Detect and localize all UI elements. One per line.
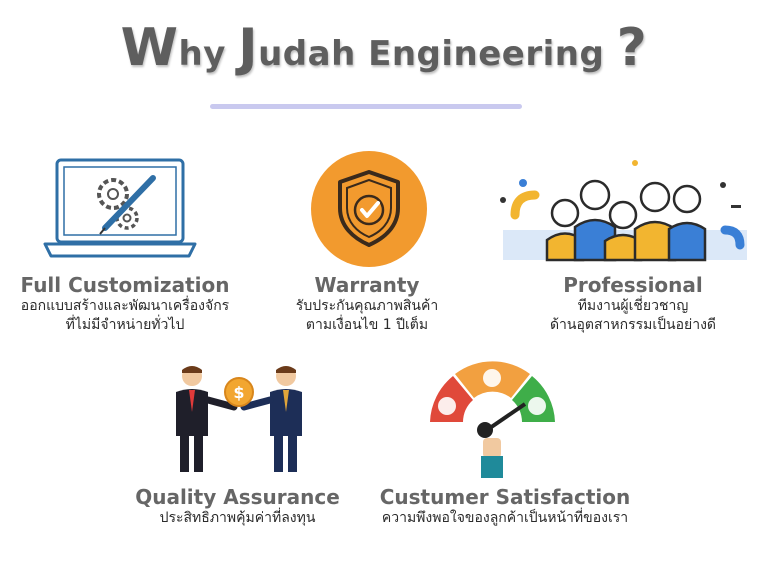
- title-part-2: udah Engineering: [258, 34, 617, 74]
- feature-heading: Warranty: [314, 273, 420, 297]
- feature-quality-assurance: Quality Assurance ประสิทธิภาพคุ้มค่าที่ล…: [125, 485, 350, 528]
- coin-dollar-symbol: $: [233, 383, 244, 402]
- satisfaction-gauge-icon: [430, 361, 555, 478]
- feature-warranty: Warranty รับประกันคุณภาพสินค้า ตามเงื่อน…: [267, 273, 467, 335]
- feature-description-line: ออกแบบสร้างและพัฒนาเครื่องจักร: [20, 298, 230, 314]
- title-letter-w: W: [120, 18, 179, 78]
- shield-check-icon: [311, 151, 427, 267]
- feature-heading: Custumer Satisfaction: [379, 485, 631, 509]
- feature-heading: Quality Assurance: [135, 485, 340, 509]
- feature-description-line: รับประกันคุณภาพสินค้า: [295, 298, 439, 314]
- page-title: Why Judah Engineering ?: [0, 18, 768, 78]
- feature-heading: Professional: [563, 273, 703, 297]
- laptop-gears-icon: [43, 158, 197, 258]
- feature-description-line: ตามเงื่อนไข 1 ปีเต็ม: [305, 317, 429, 333]
- feature-customer-satisfaction: Custumer Satisfaction ความพึงพอใจของลูกค…: [360, 485, 650, 528]
- feature-description-line: ด้านอุตสาหกรรมเป็นอย่างดี: [549, 317, 717, 333]
- team-people-icon: [500, 160, 747, 262]
- title-divider: [210, 104, 522, 109]
- title-part-1: hy: [178, 34, 239, 74]
- title-question-mark: ?: [616, 18, 648, 78]
- feature-professional: Professional ทีมงานผู้เชี่ยวชาญ ด้านอุตส…: [528, 273, 738, 335]
- feature-description-line: ทีมงานผู้เชี่ยวชาญ: [577, 298, 689, 314]
- feature-description-line: ประสิทธิภาพคุ้มค่าที่ลงทุน: [159, 510, 316, 526]
- title-letter-j: J: [238, 18, 259, 78]
- feature-description-line: ความพึงพอใจของลูกค้าเป็นหน้าที่ของเรา: [381, 510, 629, 526]
- feature-heading: Full Customization: [20, 273, 230, 297]
- business-deal-icon: $: [176, 366, 302, 472]
- feature-full-customization: Full Customization ออกแบบสร้างและพัฒนาเค…: [5, 273, 245, 335]
- feature-description-line: ที่ไม่มีจำหน่ายทั่วไป: [65, 317, 185, 333]
